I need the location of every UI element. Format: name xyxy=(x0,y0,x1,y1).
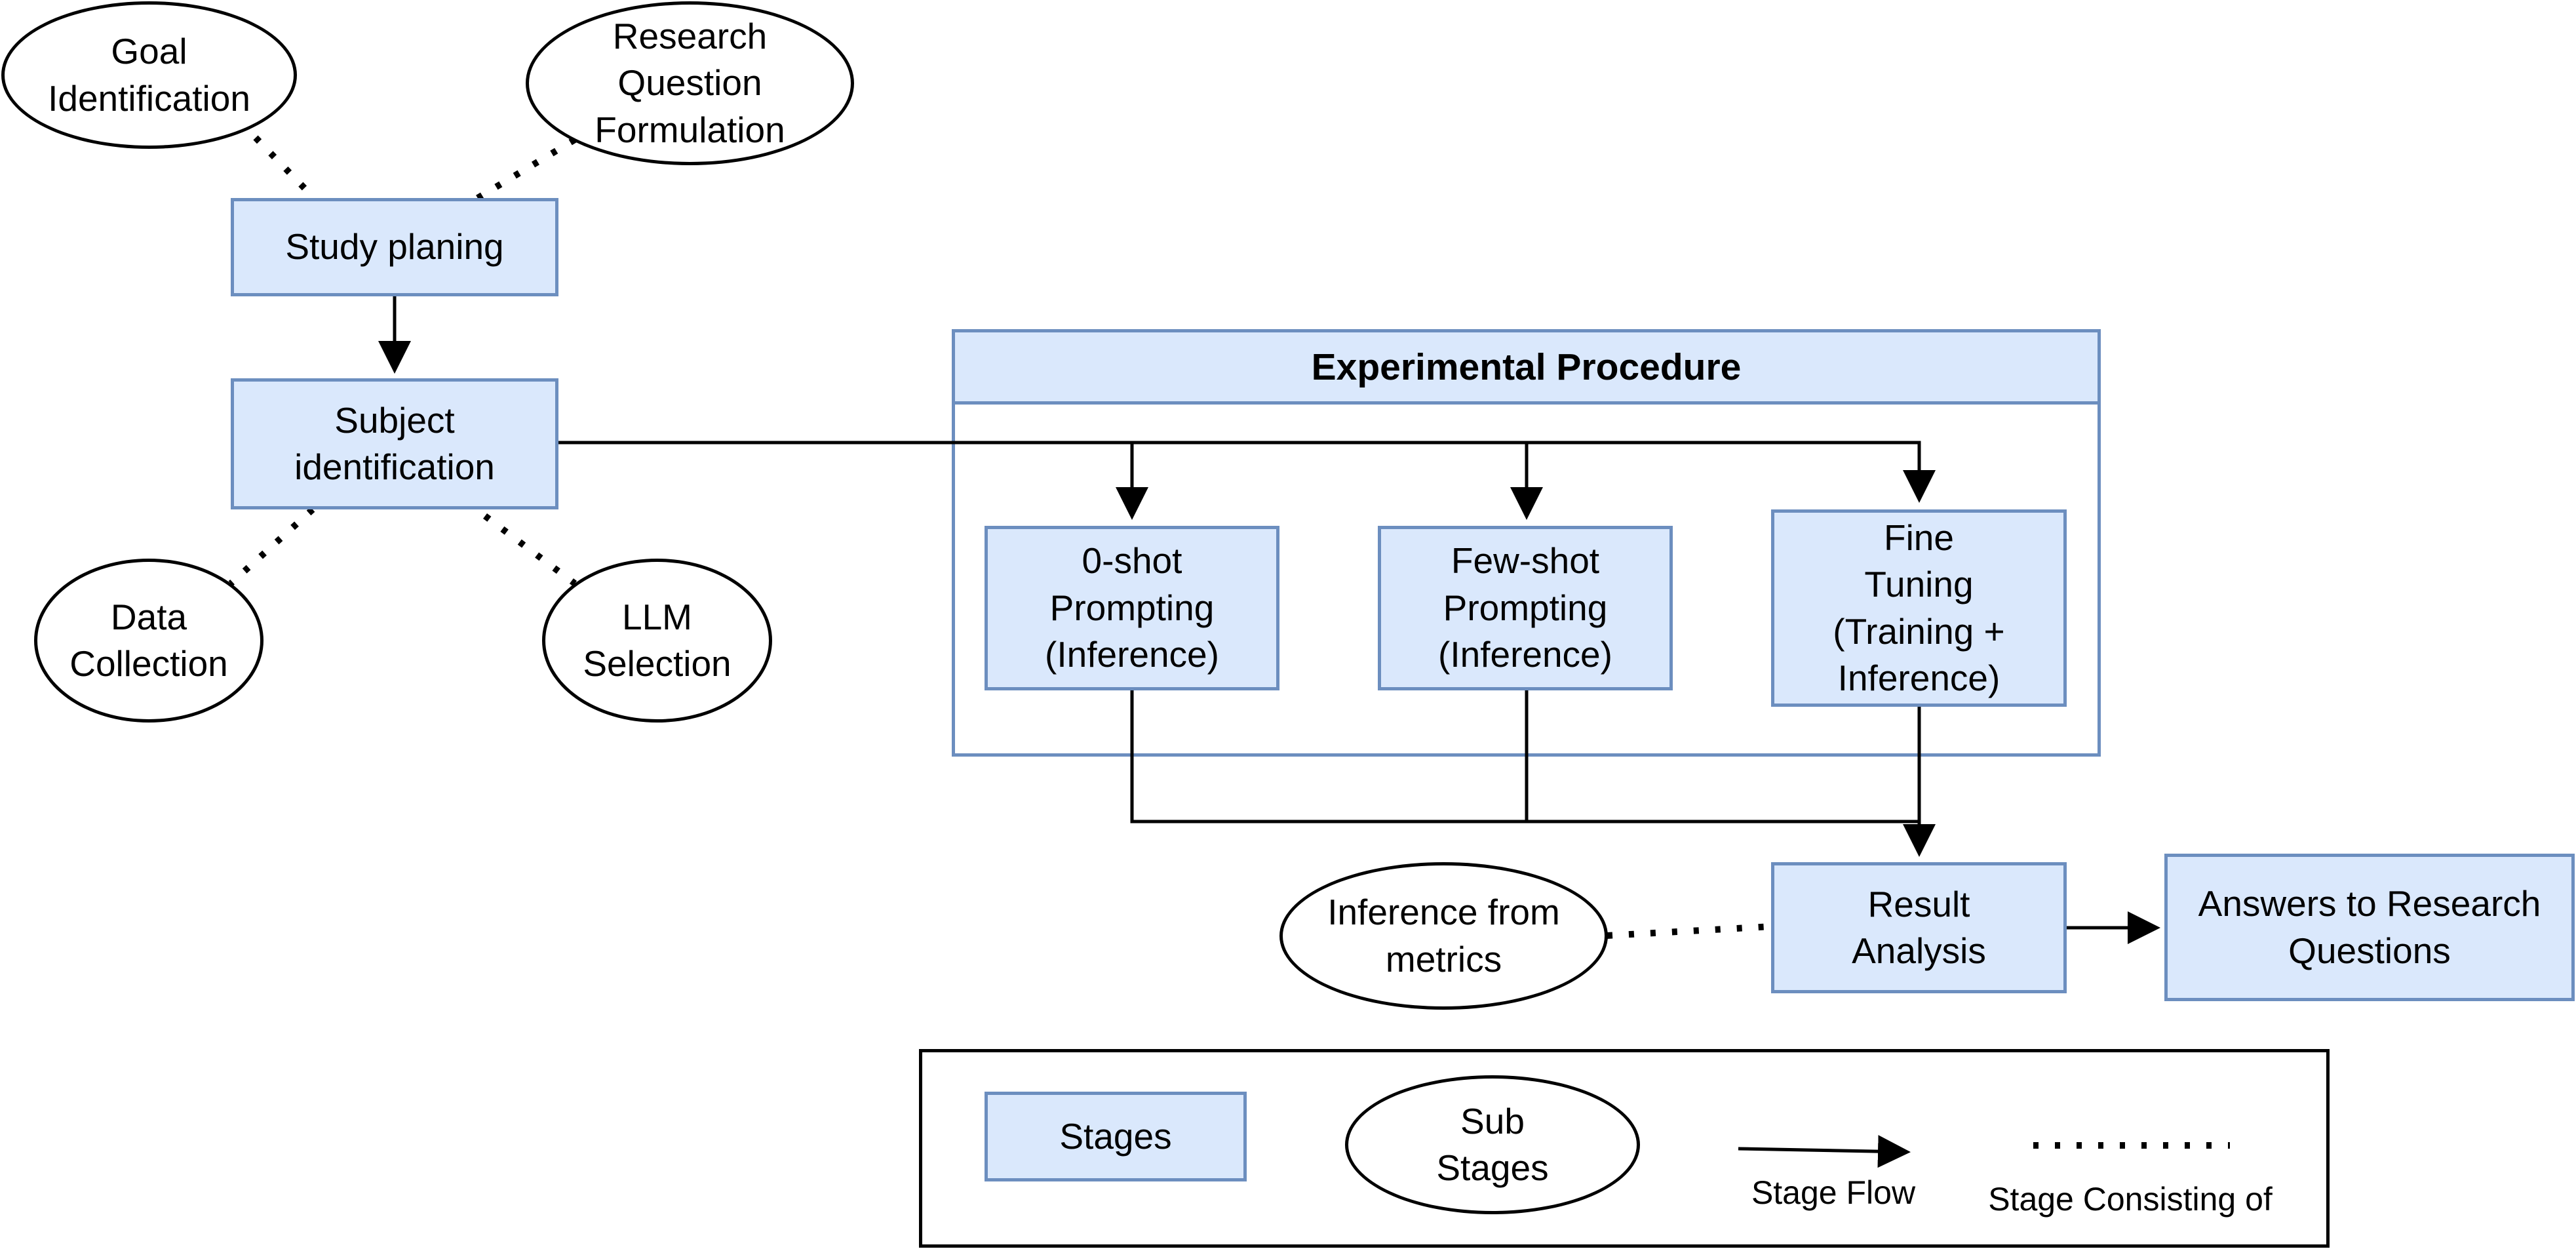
substage-data-collection-label: Data Collection xyxy=(69,596,228,684)
legend-stage-flow-arrow xyxy=(1738,1135,1911,1168)
substage-data-collection: Data Collection xyxy=(34,559,263,723)
stage-answers-label: Answers to Research Questions xyxy=(2198,883,2541,971)
substage-research-question-label: Research Question Formulation xyxy=(595,15,785,150)
stage-study-planing: Study planing xyxy=(231,198,558,296)
legend-sub-stages-label: Sub Stages xyxy=(1436,1100,1549,1189)
dotted-link-question-to-planing xyxy=(475,136,577,202)
legend-stages-label: Stages xyxy=(1059,1115,1172,1157)
stage-zero-shot-prompting: 0-shot Prompting (Inference) xyxy=(985,526,1279,690)
stage-subject-identification: Subject identification xyxy=(231,378,558,509)
stage-zero-shot-prompting-label: 0-shot Prompting (Inference) xyxy=(1045,540,1219,675)
legend-stages-swatch: Stages xyxy=(985,1092,1247,1181)
stage-few-shot-prompting-label: Few-shot Prompting (Inference) xyxy=(1438,540,1612,675)
stage-study-planing-label: Study planing xyxy=(285,226,504,268)
legend-stage-consisting-label: Stage Consisting of xyxy=(1988,1181,2273,1218)
substage-research-question-formulation: Research Question Formulation xyxy=(526,1,854,165)
stage-few-shot-prompting: Few-shot Prompting (Inference) xyxy=(1378,526,1673,690)
stage-answers-to-research-questions: Answers to Research Questions xyxy=(2164,854,2575,1001)
dotted-link-subject-to-llm xyxy=(482,513,577,586)
substage-inference-from-metrics: Inference from metrics xyxy=(1279,862,1608,1010)
legend-sub-stages-swatch: Sub Stages xyxy=(1345,1075,1640,1214)
flow-arrow-subject-to-zero-shot xyxy=(558,441,1148,520)
substage-llm-selection: LLM Selection xyxy=(542,559,772,723)
substage-goal-identification-label: Goal Identification xyxy=(48,31,250,119)
flow-line-zero-shot-to-result xyxy=(1130,690,1919,823)
legend-stage-flow-label: Stage Flow xyxy=(1751,1174,1916,1211)
stage-result-analysis-label: Result Analysis xyxy=(1852,883,1986,972)
substage-llm-selection-label: LLM Selection xyxy=(583,596,732,684)
dotted-link-subject-to-data xyxy=(228,507,315,586)
stage-subject-identification-label: Subject identification xyxy=(294,399,495,488)
substage-inference-from-metrics-label: Inference from metrics xyxy=(1327,892,1560,980)
substage-goal-identification: Goal Identification xyxy=(1,1,297,149)
stage-fine-tuning-label: Fine Tuning (Training + Inference) xyxy=(1833,517,2005,699)
flow-arrow-subject-to-few-shot xyxy=(1132,441,1543,520)
experimental-procedure-title: Experimental Procedure xyxy=(952,329,2101,405)
stage-result-analysis: Result Analysis xyxy=(1771,862,2067,993)
flow-arrow-subject-to-fine-tuning xyxy=(1527,441,1936,503)
dotted-link-metrics-to-result xyxy=(1607,923,1772,939)
stage-fine-tuning: Fine Tuning (Training + Inference) xyxy=(1771,509,2067,707)
dotted-link-goal-to-planing xyxy=(253,135,317,201)
